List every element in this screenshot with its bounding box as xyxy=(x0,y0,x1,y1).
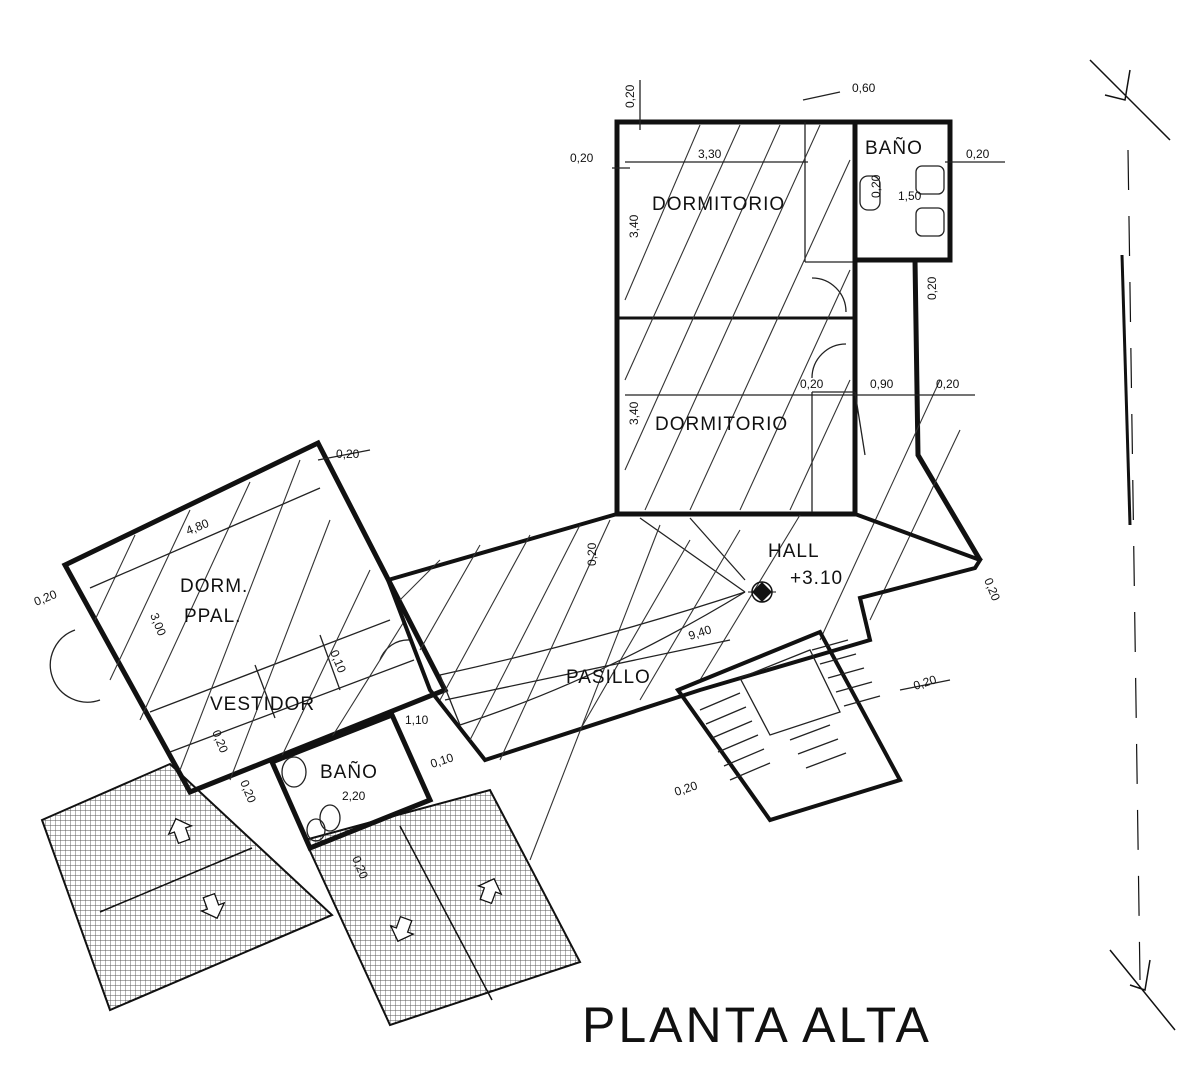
dim-020-bottom: 0,20 xyxy=(237,778,259,805)
dim-020-stair-b: 0,20 xyxy=(673,778,700,799)
hatching-upper xyxy=(624,124,961,641)
dim-020-v: 0,20 xyxy=(925,276,939,300)
label-dormitorio-2: DORMITORIO xyxy=(655,414,788,435)
label-vestidor: VESTIDOR xyxy=(210,694,315,715)
dim-110: 1,10 xyxy=(405,713,429,727)
label-bano-upper: BAÑO xyxy=(865,137,923,159)
label-dorm-ppal-1: DORM. xyxy=(180,576,248,597)
master-bedroom xyxy=(49,439,449,796)
dim-340-a: 3,40 xyxy=(627,214,641,238)
label-pasillo: PASILLO xyxy=(566,667,651,688)
dim-020-left: 0,20 xyxy=(570,151,594,165)
label-dormitorio-1: DORMITORIO xyxy=(652,194,785,215)
dim-010: 0,10 xyxy=(327,648,349,675)
dim-020-top: 0,20 xyxy=(623,84,637,108)
dim-150: 1,50 xyxy=(898,189,922,203)
dim-060: 0,60 xyxy=(852,81,876,95)
property-boundary xyxy=(1089,59,1176,1031)
hatching-corridor xyxy=(399,514,801,861)
dim-340-b: 3,40 xyxy=(627,401,641,425)
dim-300: 3,00 xyxy=(147,611,169,638)
bedroom-block xyxy=(614,119,983,562)
lower-bath xyxy=(268,711,434,852)
dim-010-b: 0,10 xyxy=(429,750,456,771)
dim-020-ppal-l: 0,20 xyxy=(32,587,59,609)
dim-940: 9,40 xyxy=(687,622,714,643)
terrace-arrows xyxy=(167,817,503,943)
dim-020-hall-v: 0,20 xyxy=(585,542,599,566)
label-bano-lower: BAÑO xyxy=(320,761,378,783)
corridor xyxy=(385,512,984,763)
label-hall-level: +3.10 xyxy=(790,568,843,589)
dim-090: 0,90 xyxy=(870,377,894,391)
dim-480: 4,80 xyxy=(184,516,211,538)
label-dorm-ppal-2: PPAL. xyxy=(184,606,241,627)
level-marker-icon xyxy=(748,581,776,603)
label-hall: HALL xyxy=(768,541,820,562)
dim-020-stair: 0,20 xyxy=(912,672,939,693)
hatching-master xyxy=(94,459,406,781)
dimension-lines xyxy=(89,80,1005,701)
dim-020-bano: 0,20 xyxy=(869,174,883,198)
staircase xyxy=(674,629,903,823)
dim-020-b: 0,20 xyxy=(800,377,824,391)
terrace-left xyxy=(40,762,334,1012)
dim-330: 3,30 xyxy=(698,147,722,161)
terrace-right xyxy=(303,788,582,1027)
dim-220: 2,20 xyxy=(342,789,366,803)
dim-020-ppal: 0,20 xyxy=(336,447,360,461)
dim-020-c: 0,20 xyxy=(936,377,960,391)
dim-020-right: 0,20 xyxy=(966,147,990,161)
dim-020-hall-r: 0,20 xyxy=(981,576,1003,603)
dim-020-ves: 0,20 xyxy=(209,728,231,755)
plan-title: PLANTA ALTA xyxy=(582,997,932,1053)
